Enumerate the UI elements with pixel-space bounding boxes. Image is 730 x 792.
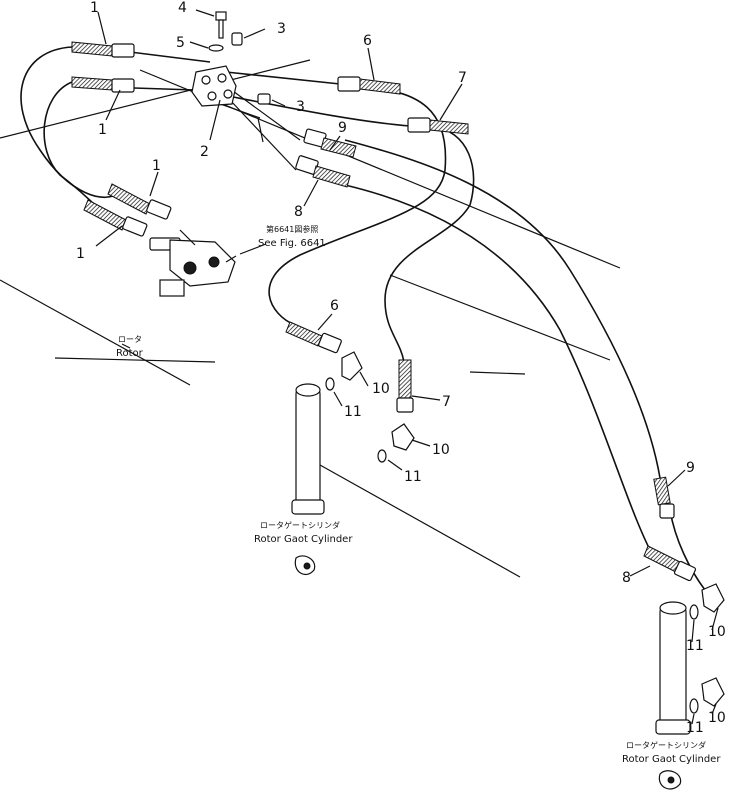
callout-1: 1	[152, 158, 161, 174]
control-valve	[149, 229, 236, 297]
washer-5	[208, 44, 224, 52]
callout-10: 10	[372, 381, 390, 397]
text-labels: 第6641図参照 See Fig. 6641 ロータ Rotor ロータゲートシ…	[116, 224, 721, 765]
bolt-4	[215, 11, 227, 21]
oring-11-a	[325, 377, 335, 391]
callout-10: 10	[432, 442, 450, 458]
hose-6-upper-fitting	[337, 76, 401, 95]
hose-7-lower-fitting	[396, 359, 414, 413]
oring-11-d	[689, 698, 699, 714]
callout-10: 10	[708, 710, 726, 726]
hose-8-lower-fitting	[643, 545, 697, 582]
reference-label-en: See Fig. 6641	[258, 238, 326, 249]
callout-11: 11	[344, 404, 362, 420]
callout-11: 11	[686, 638, 704, 654]
callout-1: 1	[76, 246, 85, 262]
callout-11: 11	[686, 720, 704, 736]
hose-lines	[20, 46, 706, 591]
callout-9: 9	[686, 460, 695, 476]
hose-9-upper-fitting	[303, 128, 357, 158]
callout-6: 6	[363, 33, 372, 49]
callout-9: 9	[338, 120, 347, 136]
rotor-label-en: Rotor	[116, 348, 144, 359]
elbow-10-a	[341, 351, 363, 381]
hose-fittings	[71, 41, 697, 582]
callout-7: 7	[442, 394, 451, 410]
callout-8: 8	[294, 204, 303, 220]
callout-3: 3	[277, 21, 286, 37]
callout-10: 10	[708, 624, 726, 640]
callout-2: 2	[200, 144, 209, 160]
oring-11-c	[689, 604, 699, 620]
callout-4: 4	[178, 0, 187, 16]
elbow-10-c	[701, 583, 725, 613]
hose-6-lower-fitting	[285, 321, 342, 354]
elbow-10-b	[391, 423, 415, 451]
leader-lines	[95, 9, 719, 725]
plug-3-upper	[231, 32, 243, 46]
hose-1-third-fitting	[107, 183, 172, 220]
cylinder-left-label-jp: ロータゲートシリンダ	[260, 520, 340, 530]
callout-11: 11	[404, 469, 422, 485]
rotor-label-jp: ロータ	[118, 335, 142, 344]
hose-8-upper-fitting	[295, 155, 351, 188]
elbows-and-orings	[325, 351, 725, 714]
rotor-gate-cylinder-right	[655, 601, 691, 790]
callout-5: 5	[176, 35, 185, 51]
junction-block-upper	[191, 11, 271, 107]
cylinder-right-label-jp: ロータゲートシリンダ	[626, 740, 706, 750]
callout-3: 3	[296, 99, 305, 115]
hose-9-lower-fitting	[653, 476, 675, 519]
callout-7: 7	[458, 70, 467, 86]
oring-11-b	[377, 449, 387, 463]
hose-1-second-fitting	[71, 76, 135, 93]
reference-label-jp: 第6641図参照	[266, 224, 318, 234]
rotor-gate-cylinder-left	[291, 383, 325, 575]
callout-1: 1	[90, 0, 99, 16]
hose-1-upper-fitting	[71, 41, 135, 58]
callout-6: 6	[330, 298, 339, 314]
callout-1: 1	[98, 122, 107, 138]
plug-3-lower	[257, 93, 271, 105]
cylinder-left-label-en: Rotor Gaot Cylinder	[254, 534, 353, 545]
cylinder-right-label-en: Rotor Gaot Cylinder	[622, 754, 721, 765]
callout-8: 8	[622, 570, 631, 586]
hose-7-upper-fitting	[407, 117, 469, 135]
callout-numbers: 1 1 1 1 2 3 3 4 5 6 6 7 7 8 8 9 9 10 10 …	[76, 0, 726, 736]
hose-1-fourth-fitting	[83, 199, 148, 237]
elbow-10-d	[701, 677, 725, 707]
